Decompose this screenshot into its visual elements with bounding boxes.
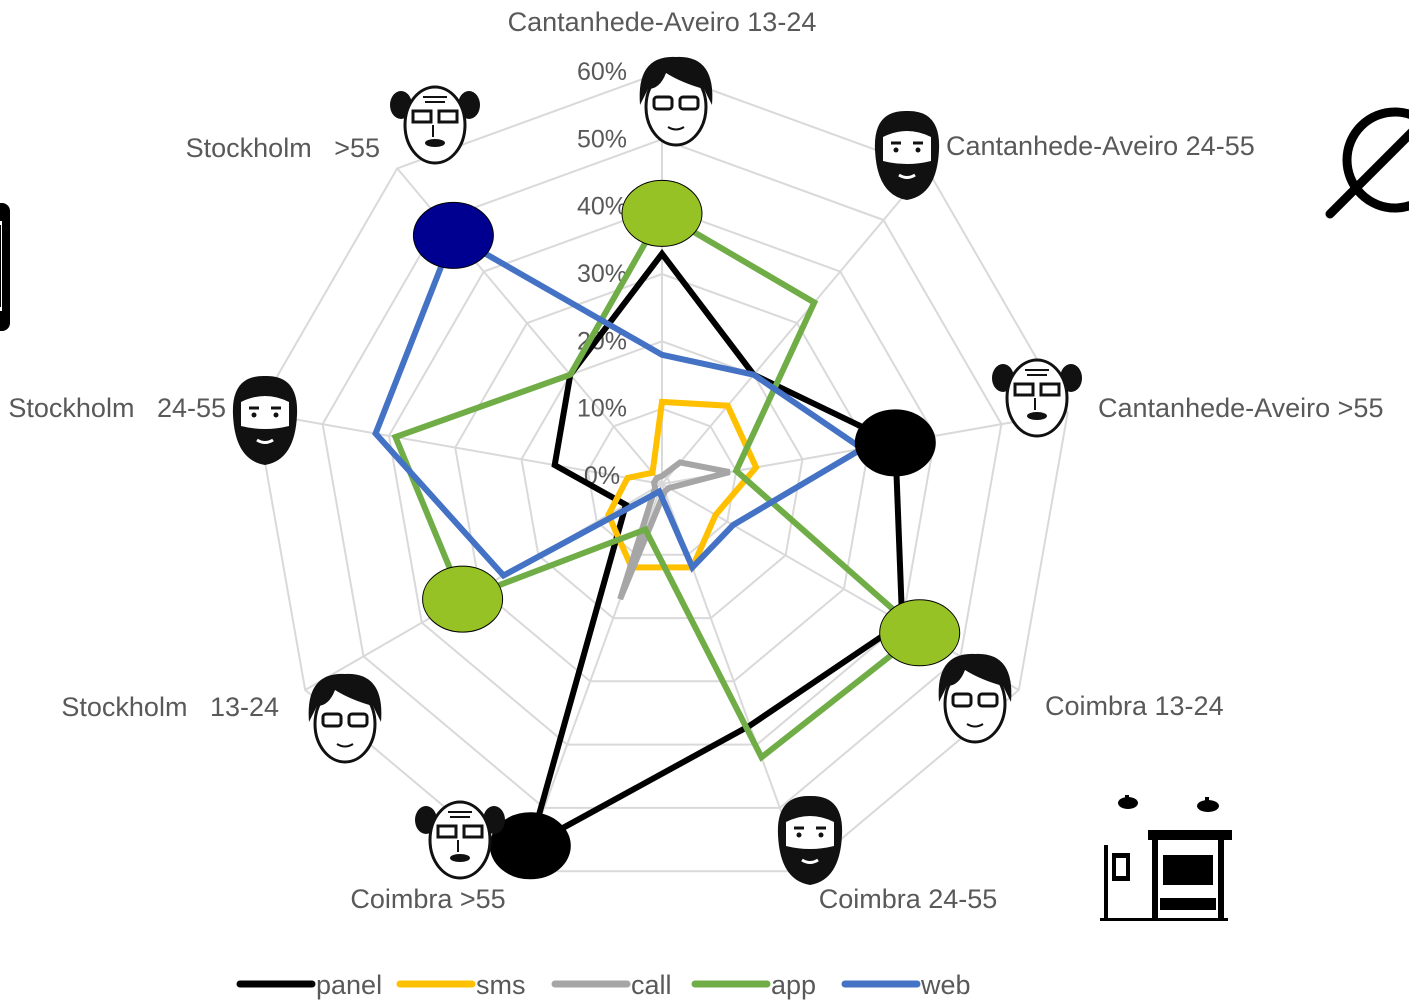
old-face-glasses-icon [415,800,505,880]
young-face-glasses-icon [639,56,713,147]
series-line-panel [525,248,906,852]
series-line-web [372,231,868,580]
bus-stop-icon [1100,795,1232,921]
category-label: Stockholm 24-55 [8,393,226,423]
tick-label: 30% [577,260,627,288]
category-label: Stockholm >55 [186,133,380,163]
young-face-glasses-icon [938,653,1012,744]
young-face-glasses-icon [308,673,382,764]
smartphone-icon [0,203,10,331]
series-lines [372,209,925,852]
category-label: Cantanhede-Aveiro 24-55 [946,131,1255,161]
tick-label: 10% [577,395,627,423]
category-label: Cantanhede-Aveiro >55 [1098,393,1383,423]
highlight-marker-panel [854,409,936,477]
category-label: Coimbra >55 [350,884,505,914]
category-label: Coimbra 13-24 [1045,691,1224,721]
highlight-marker-app [621,179,703,247]
old-face-glasses-icon [992,358,1082,438]
grid-ring [520,340,804,620]
bearded-face-icon [232,375,298,465]
highlight-marker-app [422,565,504,633]
grid-ring [255,70,1069,873]
grid-ring [454,272,870,683]
highlight-markers [412,179,961,880]
grid-spoke [661,167,928,485]
highlight-marker-web [412,201,494,269]
legend-label-app: app [771,970,816,1000]
grid-ring [321,138,1003,809]
category-label: Stockholm 13-24 [61,692,279,722]
highlight-marker-app [879,599,961,667]
series-line-call [617,459,731,601]
grid-spoke [256,411,663,485]
grid-ring [586,407,738,556]
legend-label-call: call [631,970,672,1000]
legend-label-panel: panel [316,970,382,1000]
bearded-face-icon [874,110,940,200]
grid-ring [387,205,937,746]
prohibited-sign-icon [1325,107,1409,219]
tick-label: 50% [577,125,627,153]
old-face-glasses-icon [390,85,480,165]
category-label: Coimbra 24-55 [819,884,998,914]
bearded-face-icon [777,795,843,885]
category-label: Cantanhede-Aveiro 13-24 [508,7,817,37]
legend-label-sms: sms [476,970,526,1000]
grid-spoke [661,483,1020,691]
face-icons [232,56,1082,885]
tick-label: 60% [577,58,627,86]
tick-label: 40% [577,193,627,221]
category-labels: Cantanhede-Aveiro 13-24Cantanhede-Aveiro… [8,7,1383,914]
legend-label-web: web [920,970,971,1000]
legend: panel sms call app web [236,970,971,1000]
